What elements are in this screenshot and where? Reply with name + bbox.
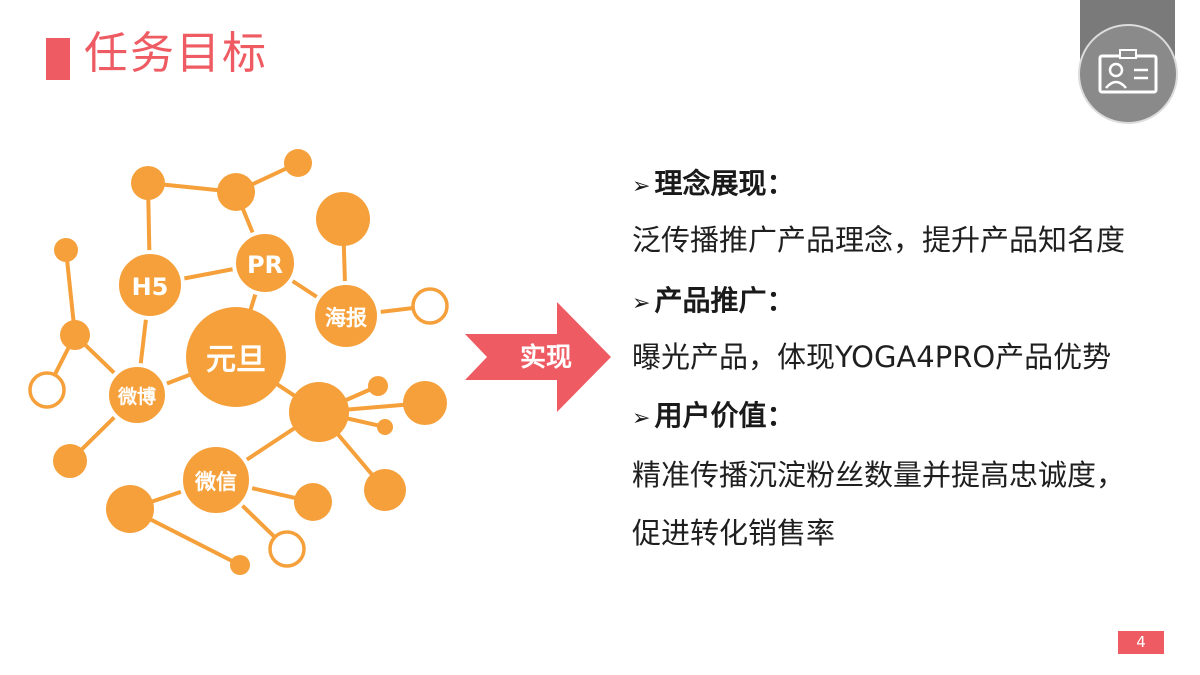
section-text: 精准传播沉淀粉丝数量并提高忠诚度， bbox=[632, 458, 1126, 492]
labeled-nodes: H5 PR 海报 元旦 微博 微信 bbox=[105, 230, 381, 517]
bullet-arrow-icon: ➢ bbox=[632, 174, 651, 199]
section-text: 泛传播推广产品理念，提升产品知名度 bbox=[632, 223, 1126, 257]
section-heading-label: 用户价值： bbox=[654, 399, 795, 432]
network-node bbox=[289, 382, 349, 442]
section-heading: ➢用户价值： bbox=[632, 394, 794, 441]
node-weibo bbox=[105, 363, 169, 427]
slide-title: 任务目标 bbox=[84, 28, 268, 79]
network-node bbox=[230, 555, 250, 575]
network-node bbox=[294, 483, 332, 521]
network-node bbox=[60, 320, 90, 350]
node-h5 bbox=[115, 250, 185, 320]
node-weixin-label: 微信 bbox=[194, 470, 237, 494]
page-number: 4 bbox=[1118, 631, 1164, 654]
section-heading-label: 产品推广： bbox=[654, 284, 795, 317]
right-arrow-icon bbox=[465, 302, 611, 412]
bullet-arrow-icon: ➢ bbox=[632, 291, 651, 316]
hollow-nodes bbox=[28, 287, 449, 568]
network-node-hollow bbox=[268, 530, 306, 568]
network-node bbox=[131, 166, 165, 200]
section-text: 曝光产品，体现YOGA4PRO产品优势 bbox=[632, 340, 1112, 374]
node-center-label: 元旦 bbox=[206, 343, 266, 378]
network-diagram: H5 PR 海报 元旦 微博 微信 bbox=[28, 149, 449, 575]
arrow-label: 实现 bbox=[519, 343, 572, 373]
section-heading-label: 理念展现： bbox=[654, 167, 795, 200]
section-heading: ➢产品推广： bbox=[632, 279, 794, 326]
title-accent-bar bbox=[46, 38, 70, 80]
node-pr-label: PR bbox=[247, 251, 283, 279]
bullet-arrow-icon: ➢ bbox=[632, 406, 651, 431]
network-node bbox=[53, 444, 87, 478]
node-weibo-label: 微博 bbox=[117, 385, 156, 408]
network-node-hollow bbox=[28, 371, 66, 409]
node-center bbox=[186, 307, 286, 407]
network-node bbox=[54, 238, 78, 262]
network-node bbox=[364, 469, 406, 511]
node-poster bbox=[311, 281, 381, 351]
network-node-hollow bbox=[411, 287, 449, 325]
network-node bbox=[316, 192, 370, 246]
network-node bbox=[368, 376, 388, 396]
id-card-icon bbox=[1098, 49, 1158, 94]
network-node bbox=[377, 419, 393, 435]
node-h5-label: H5 bbox=[132, 273, 169, 301]
network-node bbox=[284, 149, 312, 177]
network-node bbox=[217, 173, 255, 211]
node-pr bbox=[232, 230, 298, 296]
section-text: 促进转化销售率 bbox=[632, 516, 836, 550]
section-heading: ➢理念展现： bbox=[632, 162, 794, 209]
network-node bbox=[403, 381, 447, 425]
corner-badge bbox=[1078, 24, 1178, 124]
decorative-nodes bbox=[53, 149, 447, 575]
node-weixin bbox=[179, 443, 253, 517]
node-poster-label: 海报 bbox=[325, 306, 367, 330]
network-node bbox=[106, 485, 154, 533]
